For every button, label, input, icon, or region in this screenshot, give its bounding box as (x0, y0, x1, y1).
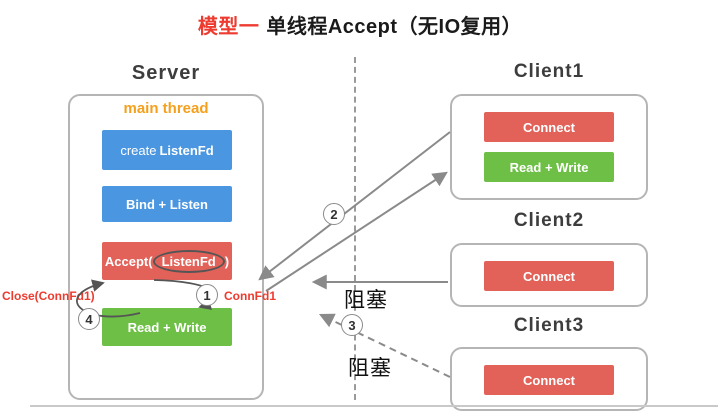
client2-connect-box: Connect (484, 261, 614, 291)
bottom-partial-box-edge (30, 405, 718, 407)
server-label: Server (131, 62, 201, 84)
client2-label: Client2 (513, 210, 585, 231)
accept-suffix: ) (224, 253, 230, 269)
main-thread-label: main thread (123, 100, 209, 117)
arrow-server-to-client1 (265, 171, 448, 292)
client1-read-write-box: Read + Write (484, 152, 614, 182)
title-text: 单线程Accept（无IO复用） (266, 16, 523, 38)
connfd-label: ConnFd1 (224, 289, 276, 303)
client2-box: Connect (450, 243, 648, 307)
create-prefix: create (120, 142, 157, 158)
divider-dashed-line (354, 57, 356, 400)
step-read-write: Read + Write (102, 308, 232, 346)
client3-box: Connect (450, 347, 648, 411)
step-number-1: 1 (196, 284, 218, 306)
step-bind-listen: Bind + Listen (102, 186, 232, 222)
client1-connect-box: Connect (484, 112, 614, 142)
listenfd-oval: ListenFd (152, 249, 225, 273)
accept-prefix: Accept( (104, 253, 153, 269)
block-label-client3: 阻塞 (348, 357, 392, 380)
block-label-client2: 阻塞 (344, 289, 388, 312)
step-number-2: 2 (323, 203, 345, 225)
close-connfd-label: Close(ConnFd1) (2, 289, 95, 303)
client3-connect-box: Connect (484, 365, 614, 395)
create-listenfd-text: ListenFd (159, 142, 214, 158)
step-number-4: 4 (78, 308, 100, 330)
client3-label: Client3 (513, 315, 585, 336)
diagram-title: 模型一单线程Accept（无IO复用） (0, 10, 720, 39)
client1-label: Client1 (513, 61, 585, 82)
client1-box: Connect Read + Write (450, 94, 648, 200)
step-number-3: 3 (341, 314, 363, 336)
title-highlight: 模型一 (197, 16, 260, 38)
step-accept-listenfd: Accept(ListenFd) (102, 242, 232, 280)
